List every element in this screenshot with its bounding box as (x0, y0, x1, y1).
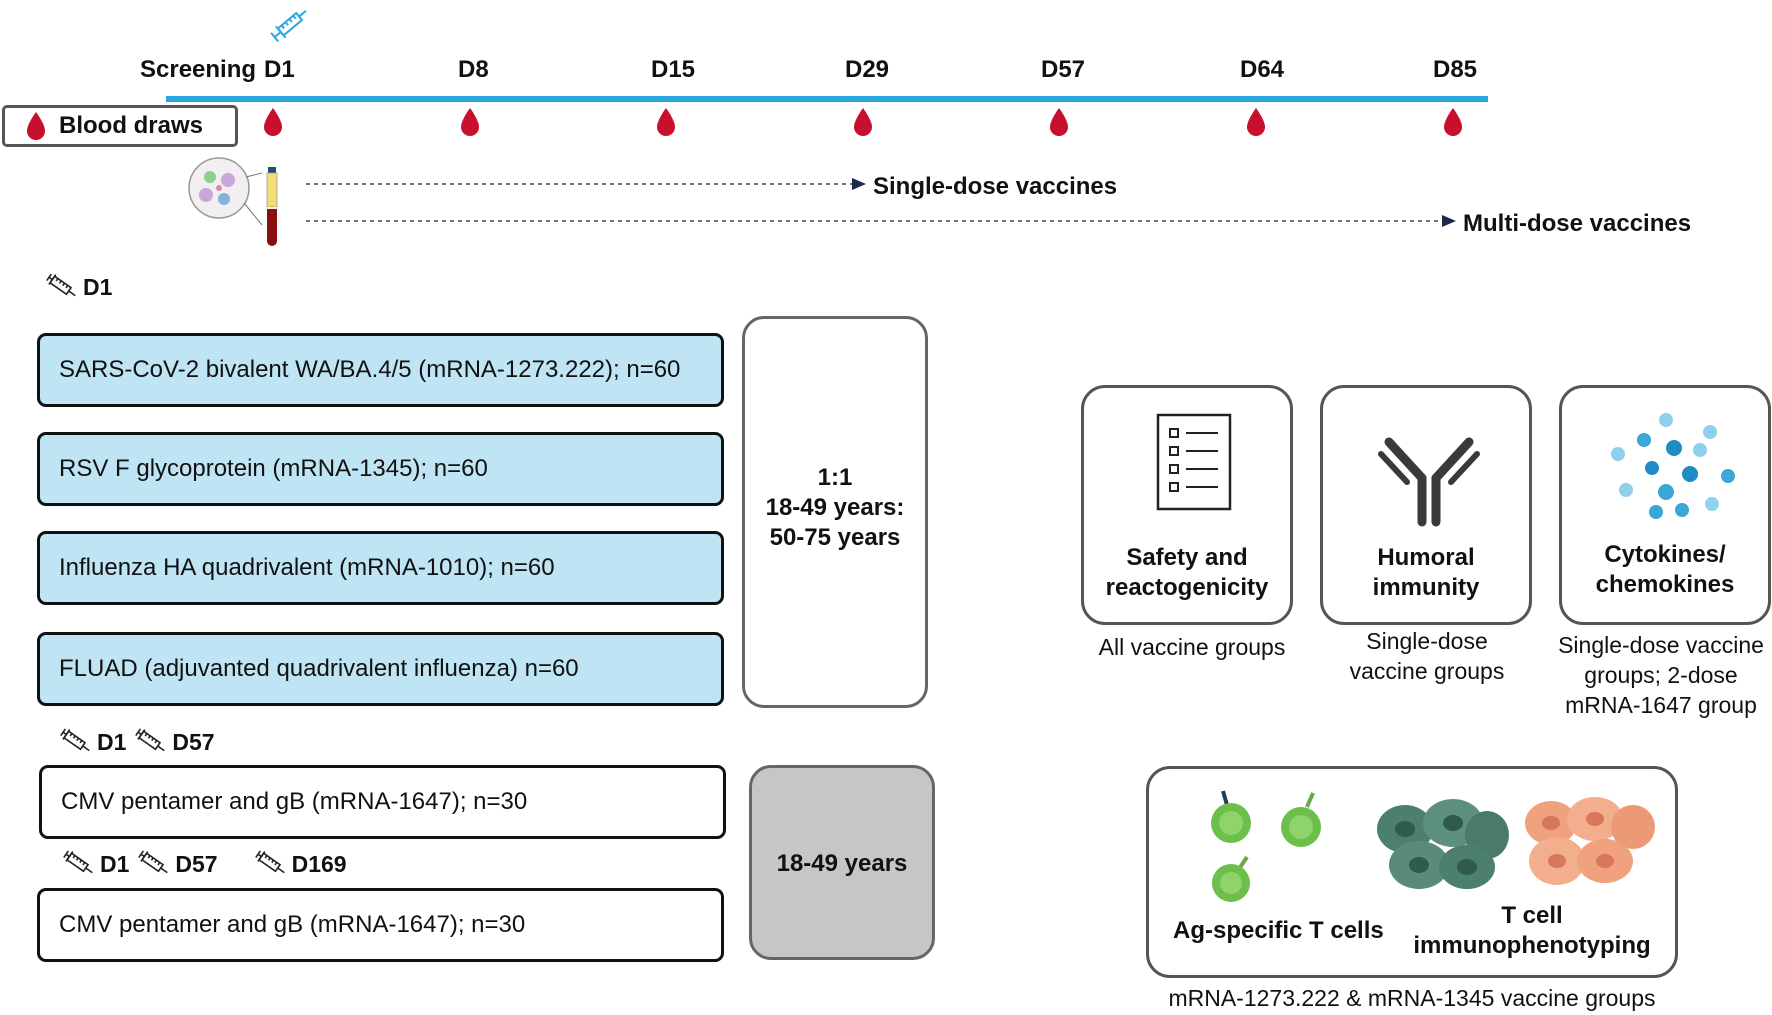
cmv-age-box: 18-49 years (749, 765, 935, 960)
syringe-icon (135, 727, 169, 757)
blood-drop-icon-d64 (1245, 107, 1267, 137)
checklist-icon (1156, 413, 1232, 511)
tcell-card: Ag-specific T cells T cell immunophenoty… (1146, 766, 1678, 978)
dose-day-label: D169 (291, 850, 347, 877)
timeline-day-d57: D57 (1041, 56, 1086, 83)
dose-schedule-cmv-2: D1 D57 (60, 727, 215, 757)
cytokines-title: Cytokines/ (1604, 541, 1726, 568)
dose-day-label: D1 (83, 273, 113, 300)
blood-drop-icon-d1 (262, 107, 284, 137)
group-label: RSV F glycoprotein (mRNA-1345); n=60 (59, 455, 488, 482)
tcell-cluster-teal-icon (1377, 799, 1509, 889)
syringe-icon (255, 849, 289, 879)
timeline-day-d1: D1 (264, 56, 295, 83)
screening-label: Screening (140, 56, 257, 83)
group-label: FLUAD (adjuvanted quadrivalent influenza… (59, 655, 579, 682)
single-dose-arrow (306, 178, 866, 190)
timeline-day-d85: D85 (1433, 56, 1478, 83)
safety-title: Safety and (1126, 544, 1248, 571)
ratio-line: 1:1 (817, 464, 853, 491)
cytokines-card: Cytokines/ chemokines (1559, 385, 1771, 625)
group-label: CMV pentamer and gB (mRNA-1647); n=30 (61, 788, 528, 815)
group-label: CMV pentamer and gB (mRNA-1647); n=30 (59, 911, 526, 938)
safety-title: reactogenicity (1105, 574, 1269, 601)
tcell-caption: mRNA-1273.222 & mRNA-1345 vaccine groups (1168, 985, 1656, 1011)
blood-drop-icon-d29 (852, 107, 874, 137)
group-box-rsv: RSV F glycoprotein (mRNA-1345); n=60 (37, 432, 724, 506)
timeline-day-d8: D8 (458, 56, 489, 83)
dose-day-label: D57 (175, 850, 218, 877)
dose-day-label: D57 (172, 728, 215, 755)
blood-drop-icon-d8 (459, 107, 481, 137)
dose-day-label: D1 (100, 850, 130, 877)
humoral-title: Humoral (1377, 544, 1475, 571)
ratio-line: 18-49 years: (765, 494, 905, 521)
syringe-icon (46, 272, 80, 302)
timeline-day-d15: D15 (651, 56, 696, 83)
ag-specific-label: Ag-specific T cells (1173, 917, 1384, 944)
humoral-title: immunity (1372, 574, 1480, 601)
humoral-caption: Single-dose vaccine groups (1349, 628, 1505, 684)
dose-day-label: D1 (97, 728, 127, 755)
group-box-fluad: FLUAD (adjuvanted quadrivalent influenza… (37, 632, 724, 706)
group-box-cmv-2-dose: CMV pentamer and gB (mRNA-1647); n=30 (39, 765, 726, 839)
cmv-age-label: 18-49 years (776, 850, 908, 877)
timeline-syringe-icon (270, 9, 307, 42)
age-ratio-box: 1:1 18-49 years: 50-75 years (742, 316, 928, 708)
multi-dose-label: Multi-dose vaccines (1463, 210, 1692, 237)
cytokine-dots-icon (1611, 413, 1735, 519)
ratio-line: 50-75 years (769, 524, 901, 551)
humoral-card: Humoral immunity (1320, 385, 1532, 625)
timeline-bar (166, 96, 1488, 102)
multi-dose-arrow (306, 215, 1456, 227)
ag-specific-t-cells-icon (1211, 790, 1321, 902)
cytokines-caption: Single-dose vaccine groups; 2-dose mRNA-… (1558, 632, 1764, 718)
blood-drop-icon-d15 (655, 107, 677, 137)
group-box-cmv-3-dose: CMV pentamer and gB (mRNA-1647); n=30 (37, 888, 724, 962)
blood-drop-icon-d85 (1442, 107, 1464, 137)
antibody-icon (1378, 437, 1480, 527)
blood-sample-cells-icon (188, 157, 278, 246)
group-label: Influenza HA quadrivalent (mRNA-1010); n… (59, 554, 555, 581)
cytokines-title: chemokines (1595, 571, 1735, 598)
blood-draws-label: Blood draws (59, 112, 204, 139)
safety-card: Safety and reactogenicity (1081, 385, 1293, 625)
single-dose-label: Single-dose vaccines (873, 173, 1118, 200)
safety-caption: All vaccine groups (1098, 634, 1286, 660)
dose-schedule-single: D1 (46, 272, 112, 302)
group-box-influenza: Influenza HA quadrivalent (mRNA-1010); n… (37, 531, 724, 605)
group-box-sars-cov-2: SARS-CoV-2 bivalent WA/BA.4/5 (mRNA-1273… (37, 333, 724, 407)
tcell-cluster-orange-icon (1525, 797, 1655, 885)
syringe-icon (60, 727, 94, 757)
syringe-icon (138, 849, 172, 879)
timeline-day-d29: D29 (845, 56, 890, 83)
group-label: SARS-CoV-2 bivalent WA/BA.4/5 (mRNA-1273… (59, 356, 681, 383)
blood-drop-icon-d57 (1048, 107, 1070, 137)
blood-draws-legend: Blood draws (2, 105, 238, 147)
blood-drop-icon (25, 111, 47, 141)
dose-schedule-cmv-3: D1 D57 D169 (63, 849, 347, 879)
syringe-icon (63, 849, 97, 879)
tcell-pheno-label: T cell immunophenotyping (1413, 902, 1651, 959)
timeline-day-d64: D64 (1240, 56, 1285, 83)
